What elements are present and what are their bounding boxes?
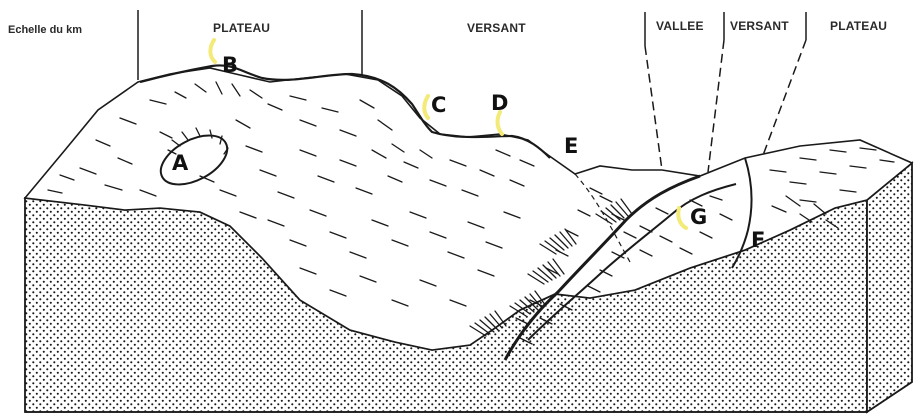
highlight-c: [424, 96, 428, 118]
scale-label: Echelle du km: [8, 24, 82, 36]
zone-label-plateau-right: PLATEAU: [830, 19, 887, 33]
zone-label-versant-right: VERSANT: [730, 19, 789, 33]
point-label-b: B: [222, 53, 238, 77]
point-label-e: E: [564, 134, 578, 158]
zone-label-plateau-left: PLATEAU: [213, 21, 270, 35]
zone-label-versant-left: VERSANT: [467, 21, 526, 35]
highlight-d: [498, 112, 502, 134]
highlight-b: [210, 40, 215, 62]
zone-label-vallee: VALLEE: [656, 19, 704, 33]
dashed-boundary-vallee-right: [708, 40, 724, 172]
point-label-g: G: [690, 205, 707, 229]
point-label-a: A: [172, 151, 189, 175]
point-label-f: F: [751, 228, 765, 252]
dashed-boundary-vallee-left: [645, 46, 662, 170]
point-label-d: D: [491, 91, 508, 115]
point-label-c: C: [431, 93, 446, 117]
cross-section-side-face: [867, 163, 912, 412]
dashed-boundary-versant-right: [762, 40, 806, 158]
